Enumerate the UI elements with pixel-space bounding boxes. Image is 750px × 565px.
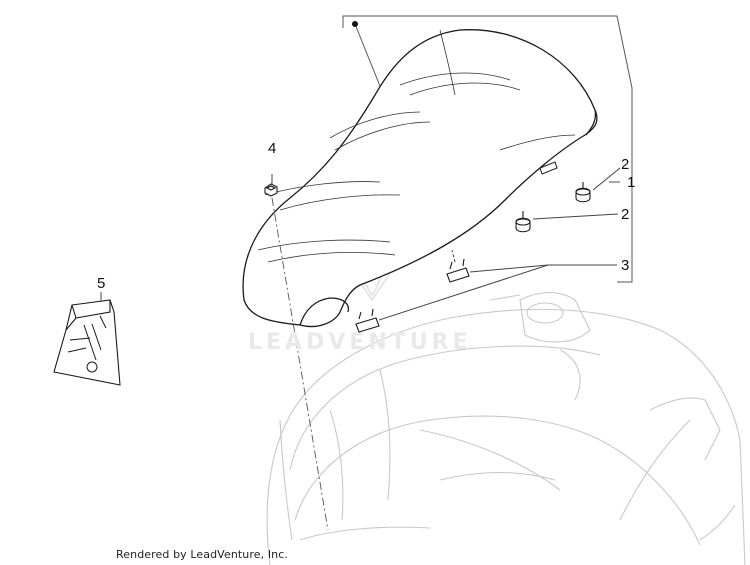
callout-5[interactable]: 5 (97, 275, 106, 292)
part-4-nut[interactable] (264, 183, 278, 197)
part-5-tool-kit[interactable] (53, 299, 121, 386)
credit-text: Rendered by LeadVenture, Inc. (116, 548, 288, 561)
part-3-leaders (378, 249, 617, 321)
part-3-plate-right[interactable] (446, 258, 470, 283)
callout-4[interactable]: 4 (268, 140, 277, 157)
seat-latch-slot (539, 161, 558, 175)
part-2-buffer-upper[interactable] (575, 182, 591, 203)
assembly-bracket (342, 15, 633, 283)
callout-1[interactable]: 1 (627, 174, 636, 191)
part-2-leaders (532, 167, 621, 220)
watermark-text: LEADVENTURE (248, 330, 472, 355)
callout-3[interactable]: 3 (621, 257, 630, 274)
callout-2-lower[interactable]: 2 (621, 206, 630, 223)
scooter-body-outline (266, 291, 746, 565)
part-3-plate-left[interactable] (355, 308, 380, 333)
callout-2-upper[interactable]: 2 (621, 156, 630, 173)
seat[interactable] (242, 29, 598, 328)
part-2-buffer-lower[interactable] (515, 211, 531, 233)
assembly-dot (352, 21, 358, 27)
part-5-tools (67, 315, 107, 373)
